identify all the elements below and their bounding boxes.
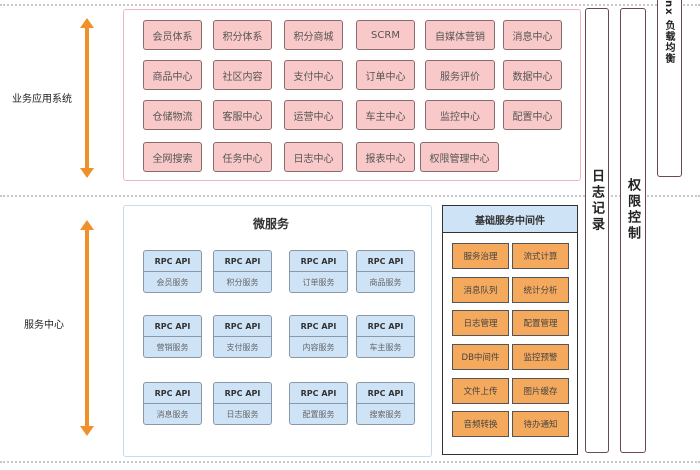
service-layer-label: 服务中心	[24, 320, 64, 331]
business-system-box: 商品中心	[143, 60, 202, 90]
microservice-name: 支付服务	[226, 342, 259, 352]
business-system-box: 配置中心	[503, 100, 562, 130]
permission-label: 权限控制	[623, 178, 642, 242]
microservice-box: RPC API 订单服务	[289, 250, 348, 293]
microservice-box: RPC API 配置服务	[289, 382, 348, 425]
business-system-box: 积分商城	[284, 20, 343, 50]
microservice-name: 车主服务	[369, 342, 402, 352]
middleware-box: 文件上传	[452, 378, 509, 404]
arrow-icon	[80, 220, 94, 436]
microservice-name: 商品服务	[369, 277, 402, 287]
microservice-box: RPC API 积分服务	[213, 250, 272, 293]
microservice-name: 消息服务	[156, 409, 189, 419]
rpc-api-label: RPC API	[290, 383, 347, 404]
microservice-name: 搜索服务	[369, 409, 402, 419]
rpc-api-label: RPC API	[144, 251, 201, 272]
middleware-title: 基础服务中间件	[443, 206, 577, 233]
business-system-box: 报表中心	[356, 142, 415, 172]
middleware-box: 流式计算	[512, 243, 569, 269]
business-system-box: 全网搜索	[143, 142, 202, 172]
business-system-box: 仓储物流	[143, 100, 202, 130]
business-layer-label: 业务应用系统	[12, 94, 72, 105]
rpc-api-label: RPC API	[214, 383, 271, 404]
business-system-box: 订单中心	[356, 60, 415, 90]
microservice-box: RPC API 支付服务	[213, 315, 272, 358]
middleware-box: 图片缓存	[512, 378, 569, 404]
business-system-box: 客服中心	[213, 100, 272, 130]
middleware-box: 待办通知	[512, 411, 569, 437]
business-system-box: 数据中心	[503, 60, 562, 90]
microservice-name: 日志服务	[226, 409, 259, 419]
business-system-box: 日志中心	[284, 142, 343, 172]
business-system-box: 车主中心	[356, 100, 415, 130]
business-system-box: SCRM	[356, 20, 415, 50]
arrow-icon	[80, 18, 94, 178]
rpc-api-label: RPC API	[290, 251, 347, 272]
microservice-panel	[123, 205, 432, 457]
middleware-box: 监控预警	[512, 344, 569, 370]
microservice-box: RPC API 会员服务	[143, 250, 202, 293]
logging-label: 日志记录	[587, 165, 606, 237]
business-system-box: 权限管理中心	[420, 142, 499, 172]
divider	[0, 461, 700, 463]
business-system-box: 积分体系	[213, 20, 272, 50]
rpc-api-label: RPC API	[357, 316, 414, 337]
rpc-api-label: RPC API	[357, 383, 414, 404]
divider	[0, 4, 700, 6]
microservice-box: RPC API 日志服务	[213, 382, 272, 425]
microservice-name: 内容服务	[302, 342, 335, 352]
rpc-api-label: RPC API	[144, 316, 201, 337]
microservice-box: RPC API 搜索服务	[356, 382, 415, 425]
middleware-box: 配置管理	[512, 310, 569, 336]
microservice-box: RPC API 内容服务	[289, 315, 348, 358]
microservice-box: RPC API 消息服务	[143, 382, 202, 425]
divider	[0, 195, 700, 197]
microservice-name: 配置服务	[302, 409, 335, 419]
microservice-name: 积分服务	[226, 277, 259, 287]
rpc-api-label: RPC API	[214, 316, 271, 337]
business-systems-panel	[123, 9, 581, 181]
rpc-api-label: RPC API	[144, 383, 201, 404]
middleware-box: 统计分析	[512, 277, 569, 303]
middleware-box: 音频转换	[452, 411, 509, 437]
business-system-box: 支付中心	[284, 60, 343, 90]
business-system-box: 自媒体营销	[425, 20, 495, 50]
middleware-box: 服务治理	[452, 243, 509, 269]
business-system-box: 社区内容	[213, 60, 272, 90]
microservice-box: RPC API 车主服务	[356, 315, 415, 358]
rpc-api-label: RPC API	[357, 251, 414, 272]
microservice-box: RPC API 商品服务	[356, 250, 415, 293]
middleware-box: 日志管理	[452, 310, 509, 336]
rpc-api-label: RPC API	[290, 316, 347, 337]
business-system-box: 监控中心	[425, 100, 495, 130]
business-system-box: 运营中心	[284, 100, 343, 130]
load-balance-label: nx 负载均衡	[661, 0, 676, 65]
business-system-box: 会员体系	[143, 20, 202, 50]
microservice-name: 营销服务	[156, 342, 189, 352]
microservice-box: RPC API 营销服务	[143, 315, 202, 358]
business-system-box: 服务评价	[425, 60, 495, 90]
middleware-box: DB中间件	[452, 344, 509, 370]
microservice-name: 订单服务	[302, 277, 335, 287]
microservice-name: 会员服务	[156, 277, 189, 287]
microservice-title: 微服务	[253, 217, 290, 231]
business-system-box: 消息中心	[503, 20, 562, 50]
rpc-api-label: RPC API	[214, 251, 271, 272]
middleware-panel: 基础服务中间件	[442, 205, 578, 455]
business-system-box: 任务中心	[213, 142, 272, 172]
middleware-box: 消息队列	[452, 277, 509, 303]
